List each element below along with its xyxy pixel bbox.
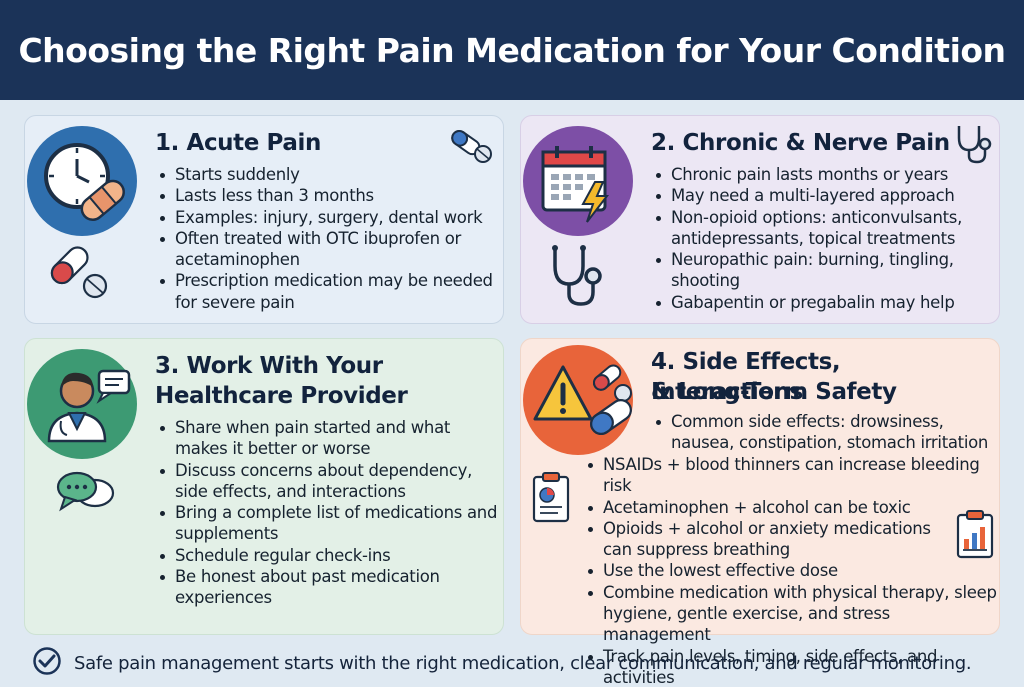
list-item: Combine medication with physical therapy… xyxy=(587,582,997,646)
chronic-pain-heading: 2. Chronic & Nerve Pain xyxy=(651,130,950,156)
list-item: Often treated with OTC ibuprofen or acet… xyxy=(159,228,499,271)
list-item: Non-opioid options: anticonvulsants, ant… xyxy=(655,207,995,250)
warning-pills-icon xyxy=(523,345,633,455)
acute-pain-list: Starts suddenly Lasts less than 3 months… xyxy=(159,164,499,313)
safety-heading-line2: & Long-Term Safety xyxy=(651,379,897,405)
page-header: Choosing the Right Pain Medication for Y… xyxy=(0,0,1024,100)
list-item: May need a multi-layered approach xyxy=(655,185,995,206)
safety-card: 4. Side Effects, Interactions & Long-Ter… xyxy=(520,338,1000,687)
list-item: Track pain levels, timing, side effects,… xyxy=(587,646,997,687)
provider-card: 3. Work With Your Healthcare Provider Sh… xyxy=(24,338,504,635)
provider-list: Share when pain started and what makes i… xyxy=(159,417,499,609)
acute-pain-card: 1. Acute Pain Starts suddenly Lasts less… xyxy=(24,115,504,324)
clipboard-chart-icon xyxy=(955,509,995,564)
acute-pain-heading: 1. Acute Pain xyxy=(155,130,321,156)
pill-icon xyxy=(49,244,111,307)
clock-bandage-icon xyxy=(27,126,137,236)
safety-heading-line1: 4. Side Effects, Interactions xyxy=(651,349,841,405)
list-item: NSAIDs + blood thinners can increase ble… xyxy=(587,454,997,497)
list-item: Share when pain started and what makes i… xyxy=(159,417,499,460)
stethoscope-icon xyxy=(547,244,611,313)
calendar-lightning-icon xyxy=(523,126,633,236)
footer: Safe pain management starts with the rig… xyxy=(32,646,1002,680)
list-item: Be honest about past medication experien… xyxy=(159,566,499,609)
list-item: Examples: injury, surgery, dental work xyxy=(159,207,499,228)
clipboard-chart-icon xyxy=(531,471,571,528)
pill-icon xyxy=(449,126,495,169)
check-circle-icon xyxy=(32,646,62,681)
doctor-icon xyxy=(27,349,137,459)
list-item: Acetaminophen + alcohol can be toxic xyxy=(587,497,997,518)
list-item: Prescription medication may be needed fo… xyxy=(159,270,499,313)
list-item: Chronic pain lasts months or years xyxy=(655,164,995,185)
list-item: Use the lowest effective dose xyxy=(587,560,997,581)
list-item: Common side effects: drowsiness, nausea,… xyxy=(655,411,995,454)
chat-bubble-icon xyxy=(55,467,117,520)
list-item: Bring a complete list of medications and… xyxy=(159,502,499,545)
chronic-pain-card: 2. Chronic & Nerve Pain Chronic pain las… xyxy=(520,115,1000,324)
list-item: Starts suddenly xyxy=(159,164,499,185)
page-title: Choosing the Right Pain Medication for Y… xyxy=(18,30,1006,70)
footer-text: Safe pain management starts with the rig… xyxy=(74,652,972,674)
safety-list-intro: Common side effects: drowsiness, nausea,… xyxy=(655,411,995,454)
list-item: Opioids + alcohol or anxiety medications… xyxy=(587,518,937,561)
chronic-pain-list: Chronic pain lasts months or years May n… xyxy=(655,164,995,313)
safety-list: NSAIDs + blood thinners can increase ble… xyxy=(587,454,997,687)
list-item: Discuss concerns about dependency, side … xyxy=(159,460,499,503)
list-item: Lasts less than 3 months xyxy=(159,185,499,206)
provider-heading-line2: Healthcare Provider xyxy=(155,383,408,409)
provider-heading-line1: 3. Work With Your xyxy=(155,353,383,379)
list-item: Neuropathic pain: burning, tingling, sho… xyxy=(655,249,995,292)
list-item: Schedule regular check-ins xyxy=(159,545,499,566)
list-item: Gabapentin or pregabalin may help xyxy=(655,292,995,313)
stethoscope-icon xyxy=(953,122,997,171)
